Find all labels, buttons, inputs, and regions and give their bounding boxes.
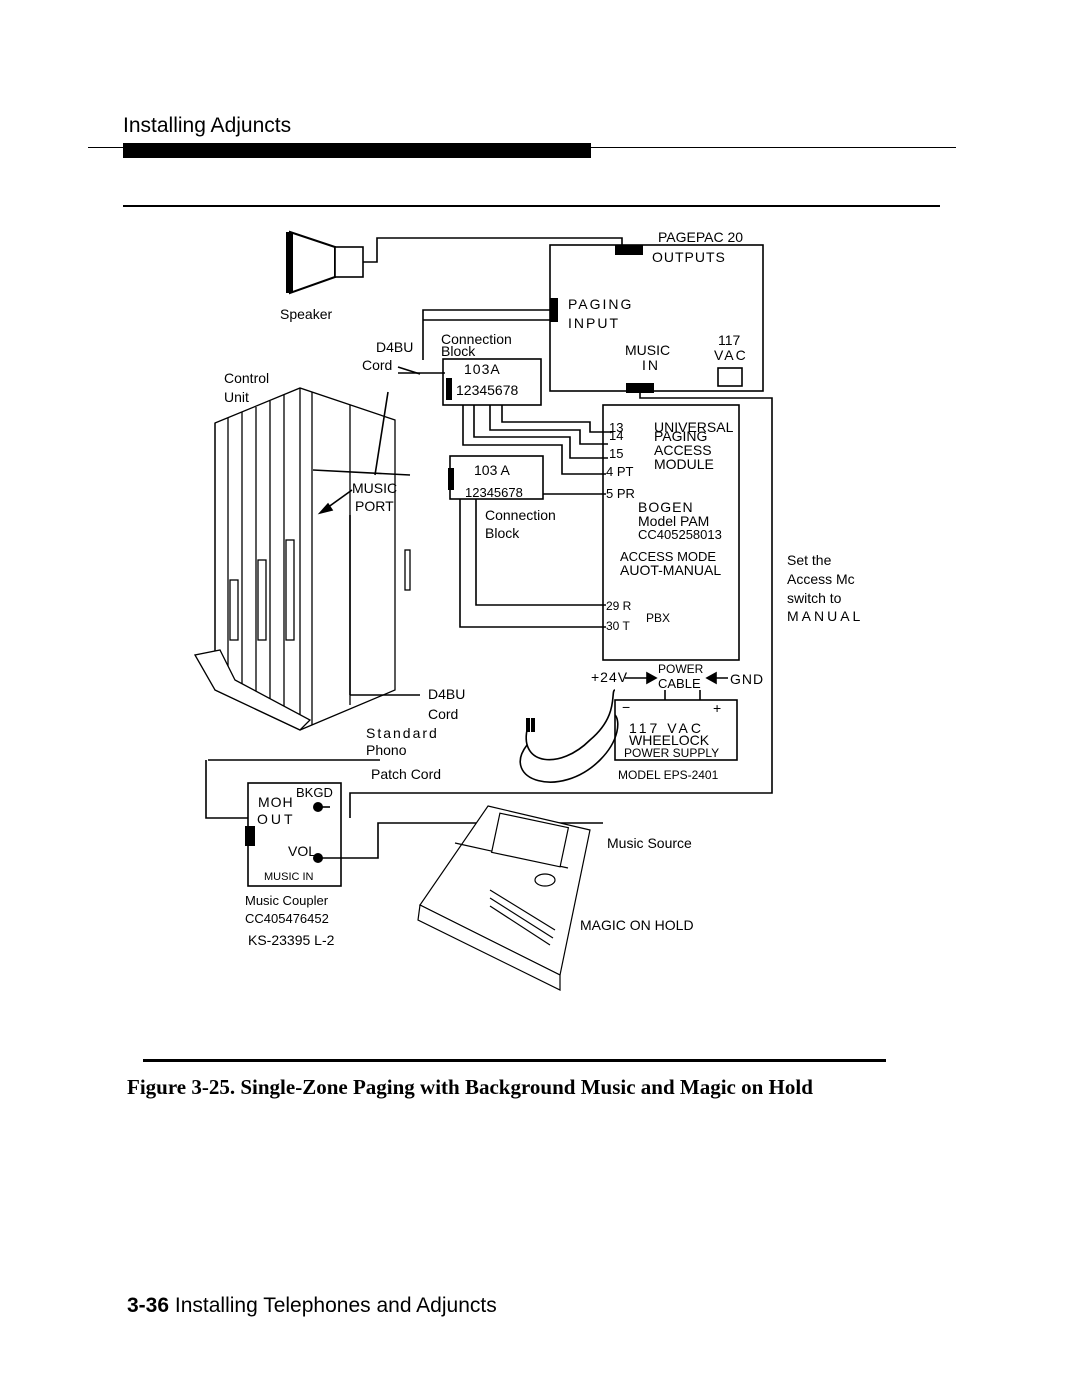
control-unit-cabinet: [193, 387, 411, 731]
paging-access-module-box: [602, 404, 740, 661]
label-music-coupler: Music Coupler: [245, 893, 329, 908]
label-103a-mid: 103 A: [474, 462, 510, 478]
label-input: INPUT: [568, 315, 620, 331]
label-unit: Unit: [224, 389, 249, 405]
label-15: 15: [609, 446, 623, 461]
music-in-jack: [626, 383, 654, 393]
label-cable: CABLE: [658, 676, 701, 691]
label-minus: −: [622, 699, 630, 715]
figure-top-rule: [123, 205, 940, 207]
label-block-top: Block: [441, 343, 476, 359]
label-cc-bogen: CC405258013: [638, 527, 722, 542]
label-auot-manual: AUOT-MANUAL: [620, 562, 721, 578]
label-block-mid: Block: [485, 525, 520, 541]
label-117vac: 117 VAC: [629, 720, 704, 736]
label-13: 13: [609, 420, 623, 435]
power-supply-box: [614, 699, 738, 761]
magic-on-hold-device-icon: [417, 805, 591, 991]
label-cc-coupler: CC405476452: [245, 911, 329, 926]
label-gnd: GND: [730, 671, 764, 687]
label-d4bu-low: D4BU: [428, 686, 465, 702]
label-set-2: Access Mc: [787, 571, 855, 587]
label-access-mode: ACCESS MODE: [620, 549, 716, 564]
label-4pt: 4 PT: [606, 464, 634, 479]
label-14: 14: [609, 428, 623, 443]
label-30t: 30 T: [606, 619, 630, 633]
label-music: MUSIC: [625, 342, 670, 358]
label-moh: MOH: [258, 794, 294, 810]
label-bkgd: BKGD: [296, 785, 333, 800]
label-vol: VOL: [288, 843, 316, 859]
label-5pr: 5 PR: [606, 486, 635, 501]
label-model-pam: Model PAM: [638, 513, 709, 529]
label-117: 117: [718, 332, 741, 348]
label-music-port-1: MUSIC: [352, 480, 397, 496]
label-digits-top: 12345678: [456, 382, 519, 398]
label-out: OUT: [257, 811, 296, 827]
label-cord-low: Cord: [428, 706, 458, 722]
label-24v: +24V: [591, 669, 628, 685]
label-in: IN: [642, 357, 660, 373]
speaker-icon: [286, 230, 364, 295]
label-digits-mid: 12345678: [465, 485, 523, 500]
label-plus: +: [713, 700, 721, 716]
page-header-title: Installing Adjuncts: [123, 114, 292, 137]
caption-rule: [143, 1059, 886, 1062]
figure-caption: Figure 3-25. Single-Zone Paging with Bac…: [127, 1075, 813, 1099]
footer-text: Installing Telephones and Adjuncts: [174, 1294, 497, 1317]
label-music-port-2: PORT: [355, 498, 394, 514]
label-bogen: BOGEN: [638, 499, 694, 515]
label-model-eps: MODEL EPS-2401: [618, 768, 719, 782]
label-phono: Phono: [366, 742, 407, 758]
label-vac: VAC: [714, 347, 748, 363]
label-music-source: Music Source: [607, 835, 692, 851]
label-speaker: Speaker: [280, 306, 332, 322]
label-paging: PAGING: [568, 296, 633, 312]
label-paging2: PAGING: [654, 428, 707, 444]
label-outputs: OUTPUTS: [652, 249, 726, 265]
label-power: POWER: [658, 662, 704, 676]
label-control: Control: [224, 370, 269, 386]
outlet-icon: [717, 367, 743, 387]
label-universal: UNIVERSAL: [654, 419, 734, 435]
label-103a-top: 103A: [464, 361, 501, 377]
connection-block-top: [442, 358, 542, 406]
label-29r: 29 R: [606, 599, 632, 613]
label-ks: KS-23395 L-2: [248, 932, 335, 948]
label-standard: Standard: [366, 725, 439, 741]
label-set-4: MANUAL: [787, 608, 863, 624]
wiring-diagram: PAGEPAC 20 OUTPUTS PAGING INPUT MUSIC IN…: [193, 229, 863, 991]
label-set-3: switch to: [787, 590, 842, 606]
page-number: 3-36: [127, 1294, 170, 1317]
label-magic-on-hold: MAGIC ON HOLD: [580, 917, 694, 933]
header-rule-thick: [123, 143, 591, 158]
label-connection-mid: Connection: [485, 507, 556, 523]
label-module: MODULE: [654, 456, 714, 472]
outputs-jack: [615, 245, 643, 255]
label-pbx: PBX: [646, 611, 670, 625]
label-wheelock: WHEELOCK: [629, 732, 710, 748]
label-music-in: MUSIC IN: [264, 871, 314, 883]
label-cord-top: Cord: [362, 357, 392, 373]
label-access: ACCESS: [654, 442, 712, 458]
label-power-supply: POWER SUPPLY: [624, 746, 719, 760]
page-footer: 3-36 Installing Telephones and Adjuncts: [127, 1294, 497, 1318]
label-connection-top: Connection: [441, 331, 512, 347]
label-set-1: Set the: [787, 552, 832, 568]
label-patch-cord: Patch Cord: [371, 766, 441, 782]
label-d4bu-top: D4BU: [376, 339, 413, 355]
paging-input-jack: [550, 298, 558, 322]
label-pagepac: PAGEPAC 20: [658, 229, 743, 245]
